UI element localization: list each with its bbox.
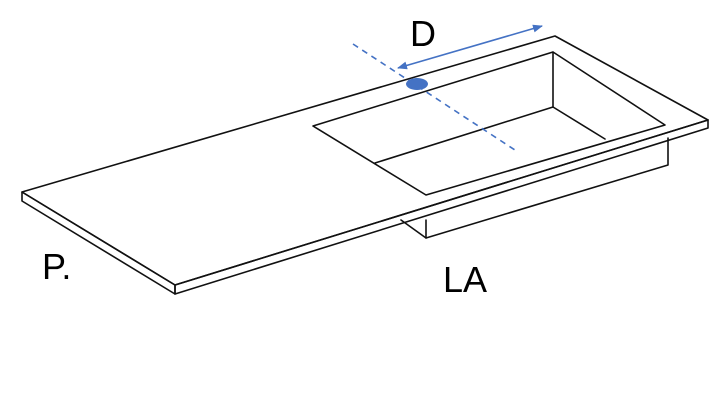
left-side-label: P. xyxy=(42,246,71,287)
basin-floor-line xyxy=(374,106,554,164)
depth-dimension-arrow xyxy=(397,24,543,70)
countertop-front-edge xyxy=(174,119,709,295)
basin-side-label: LA xyxy=(443,259,487,300)
basin-inner-back-edge xyxy=(552,51,606,140)
countertop-left-edge xyxy=(21,191,176,295)
basin-underside-box xyxy=(400,137,669,239)
tap-center-dashed-line xyxy=(352,43,519,153)
tap-hole-marker-icon xyxy=(406,78,428,90)
basin-rim xyxy=(312,51,666,196)
depth-label: D xyxy=(410,13,436,54)
